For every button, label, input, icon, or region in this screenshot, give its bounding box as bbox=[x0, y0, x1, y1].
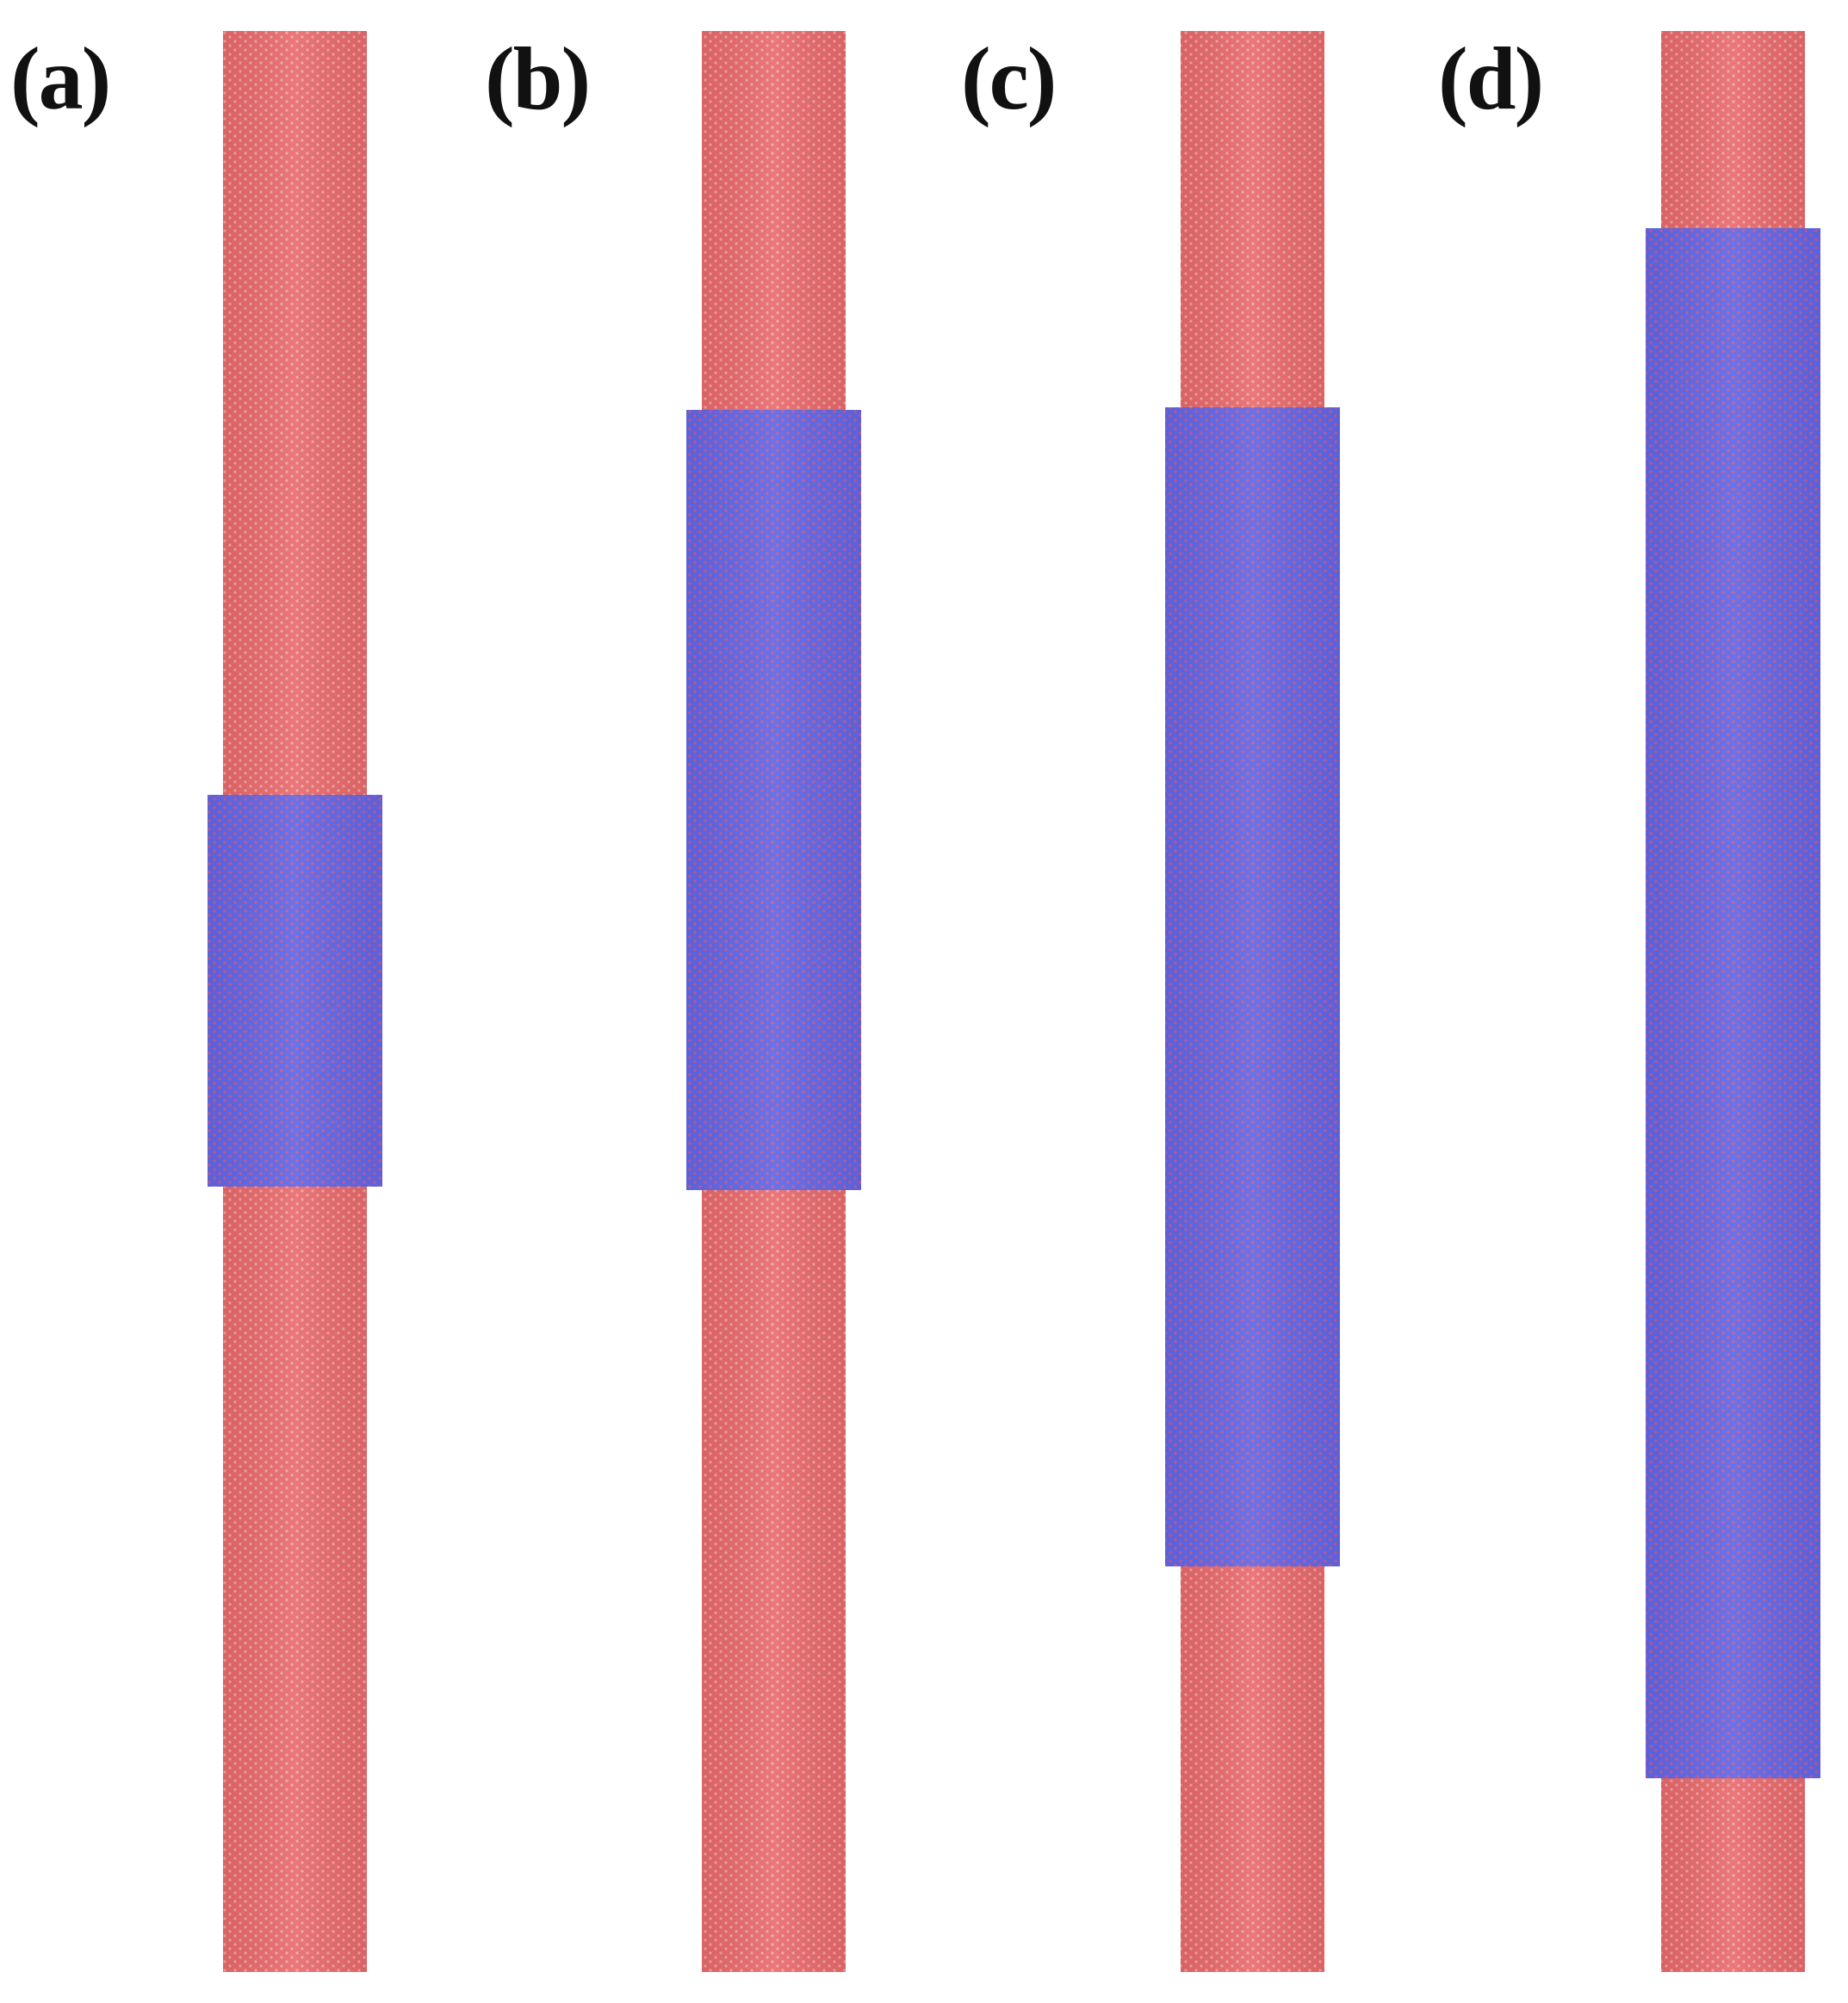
panel-label-b: (b) bbox=[485, 29, 591, 128]
panel-c bbox=[1165, 31, 1340, 1972]
panel-label-d: (d) bbox=[1438, 29, 1544, 128]
inner-sleeve-a bbox=[208, 795, 382, 1187]
panel-b bbox=[686, 31, 861, 1972]
inner-sleeve-b bbox=[686, 410, 861, 1190]
inner-sleeve-c bbox=[1165, 407, 1340, 1566]
panel-label-a: (a) bbox=[10, 29, 111, 128]
inner-sleeve-d bbox=[1646, 228, 1820, 1778]
panel-d bbox=[1646, 31, 1820, 1972]
panel-a bbox=[208, 31, 382, 1972]
panel-label-c: (c) bbox=[961, 29, 1057, 128]
